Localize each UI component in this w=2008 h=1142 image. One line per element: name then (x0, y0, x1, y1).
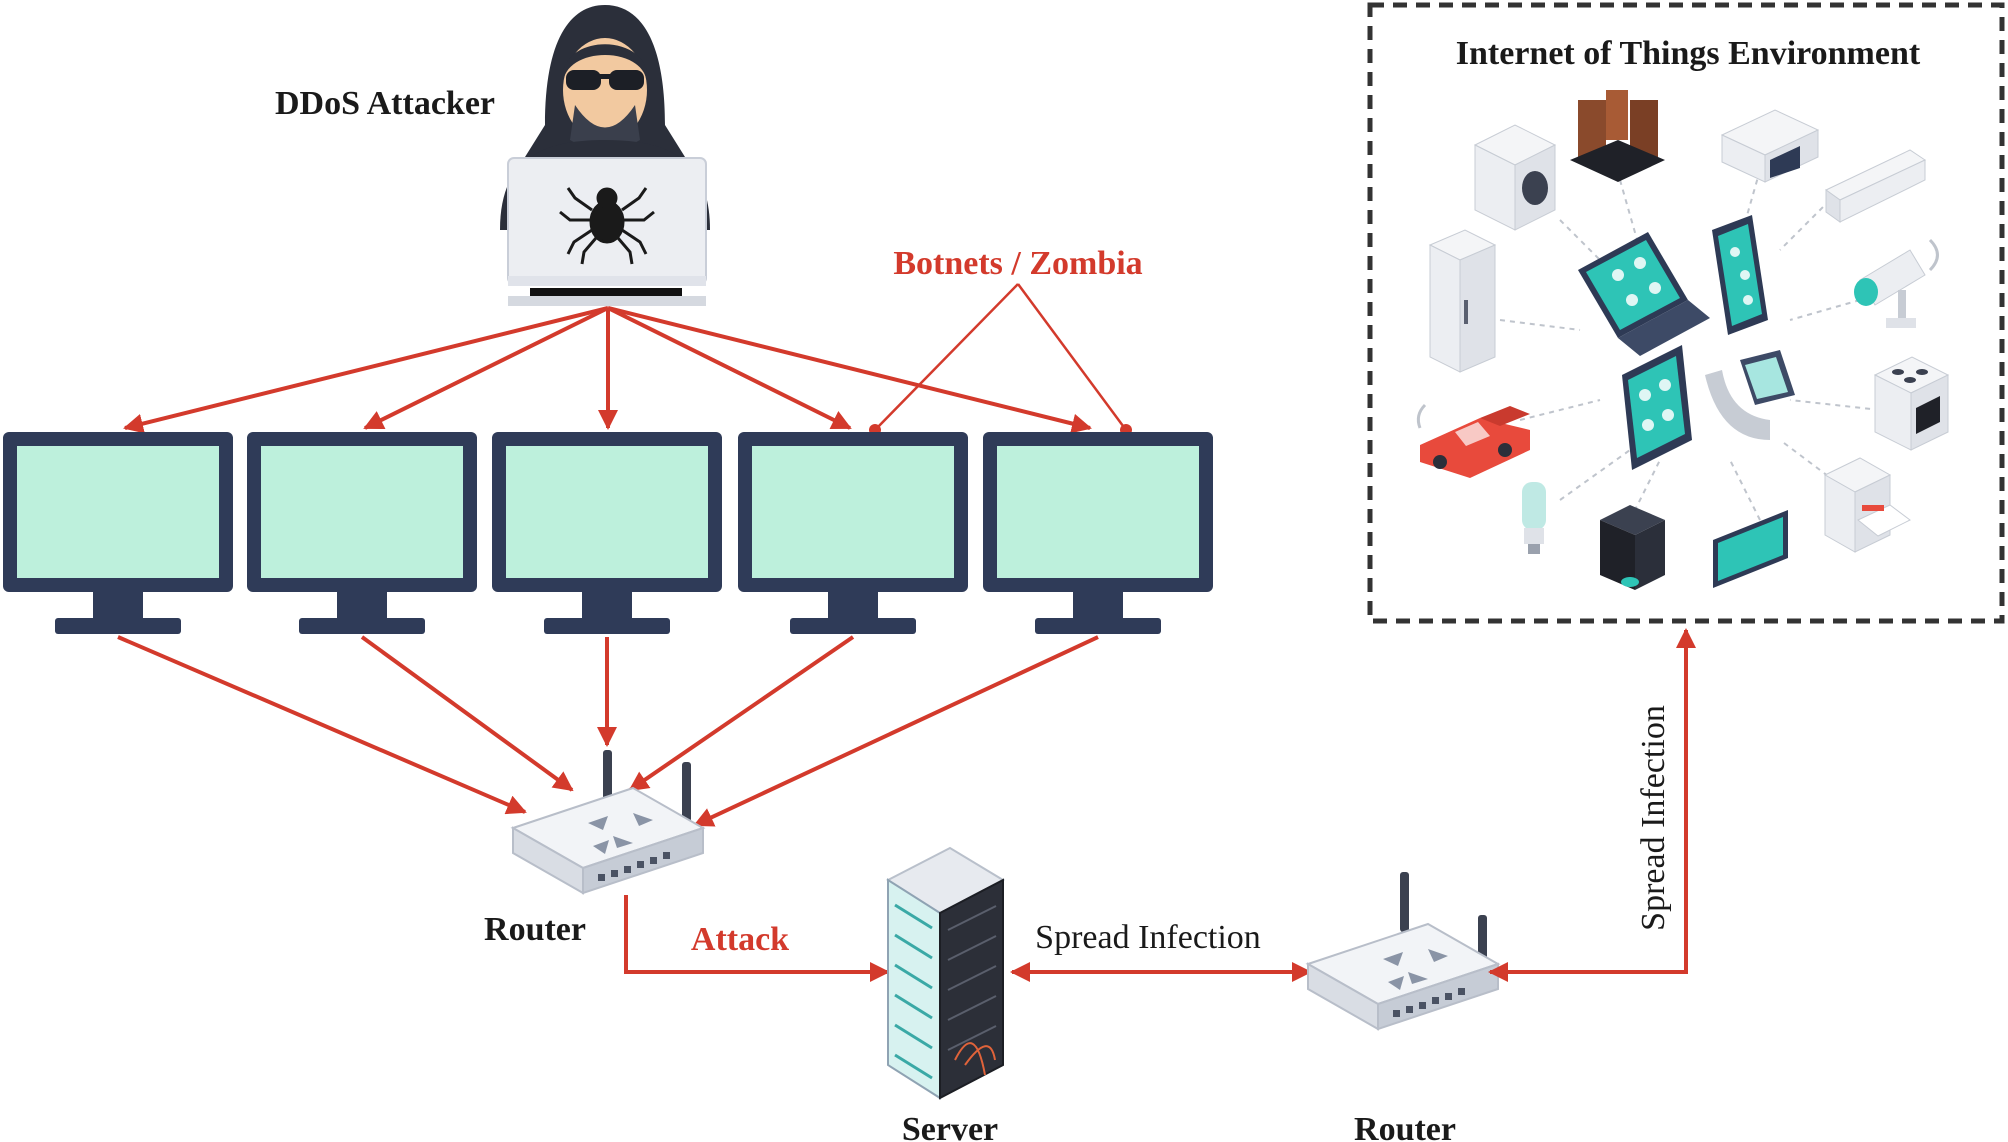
botnets-label: Botnets / Zombia (893, 245, 1142, 282)
router-icon (1307, 872, 1499, 1030)
air-conditioner-icon (1825, 149, 1927, 223)
iot-title: Internet of Things Environment (1456, 35, 1921, 72)
command-arrows (123, 306, 1092, 434)
attack-arrow (624, 895, 890, 982)
server-rack-icon (885, 846, 1006, 1100)
attack-label: Attack (691, 921, 789, 958)
light-bulb-icon (1522, 482, 1546, 554)
stove-icon (1873, 356, 1950, 451)
security-camera-icon (1854, 238, 1939, 328)
spread-v-label: Spread Infection (1635, 705, 1672, 931)
spread-h-label: Spread Infection (1035, 919, 1261, 956)
speaker-icon (1570, 90, 1665, 182)
iot-environment-box (1367, 2, 2005, 624)
tablet-icon (1622, 345, 1692, 470)
fridge-icon (1428, 229, 1497, 373)
smartwatch-icon (1705, 350, 1795, 440)
coffee-machine-icon (1600, 505, 1665, 590)
monitor-icon (983, 432, 1213, 634)
attacker-label: DDoS Attacker (275, 85, 495, 122)
monitor-icon (492, 432, 722, 634)
router-right-label: Router (1354, 1111, 1456, 1142)
microwave-icon (1720, 109, 1820, 183)
washing-machine-icon (1473, 124, 1557, 231)
router-left-label: Router (484, 911, 586, 948)
monitor-icon (738, 432, 968, 634)
iot-spread-arrow (1488, 628, 1696, 982)
laptop-app-icon (1578, 232, 1710, 356)
tv-icon (1713, 510, 1788, 588)
car-icon (1416, 403, 1530, 478)
server-label: Server (902, 1111, 998, 1142)
monitor-icon (247, 432, 477, 634)
botnet-arrows (117, 635, 1099, 827)
router-icon (512, 750, 704, 894)
botnet-pointer-lines (874, 283, 1128, 431)
monitor-icon (3, 432, 233, 634)
dishwasher-icon (1823, 457, 1911, 553)
tablet-icon (1712, 215, 1768, 335)
spider-icon (559, 187, 655, 265)
iot-connections (1499, 169, 1881, 521)
